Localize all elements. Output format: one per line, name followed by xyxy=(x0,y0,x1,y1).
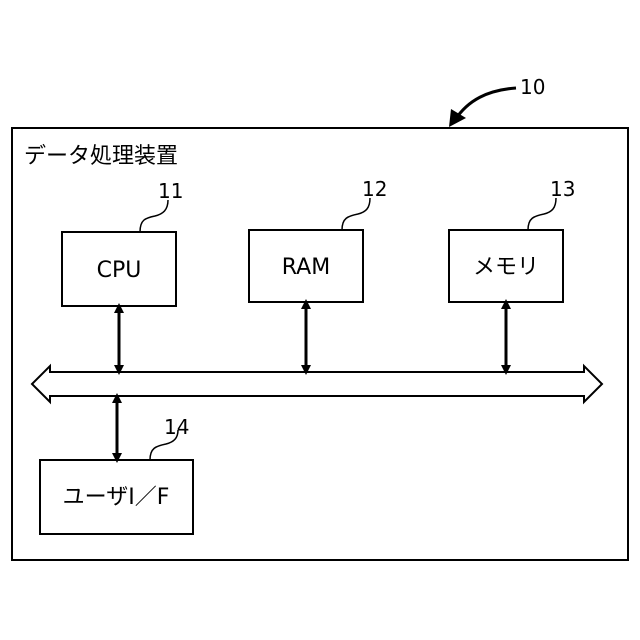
ram-ref-leader xyxy=(342,198,370,230)
memory-ref-leader xyxy=(528,198,556,230)
memory-label: メモリ xyxy=(473,255,539,280)
user-if-label: ユーザI／F xyxy=(63,485,170,510)
ref-label-10: 10 xyxy=(520,75,545,99)
outer-title: データ処理装置 xyxy=(24,144,178,169)
cpu-ref-label: 11 xyxy=(158,179,183,203)
system-bus xyxy=(32,366,602,402)
cpu-label: CPU xyxy=(97,258,142,283)
memory-ref-label: 13 xyxy=(550,177,575,201)
cpu-ref-leader xyxy=(140,200,168,232)
ref-arrowhead-10 xyxy=(449,109,466,127)
ref-leader-10 xyxy=(455,88,516,120)
ram-label: RAM xyxy=(282,255,330,280)
ram-ref-label: 12 xyxy=(362,177,387,201)
user-if-ref-label: 14 xyxy=(164,415,189,439)
